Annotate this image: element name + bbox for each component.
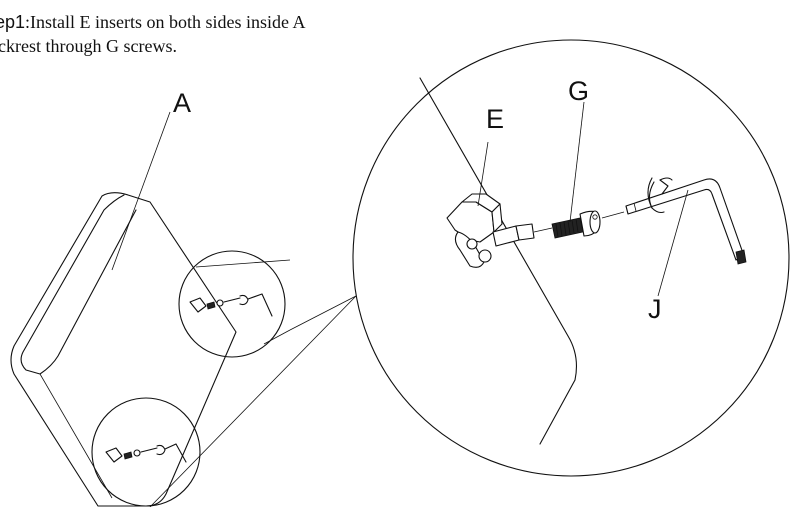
- instruction-line-1-text: :Install E inserts on both sides inside …: [25, 12, 306, 32]
- leader-g: [569, 101, 585, 223]
- detail-circle-lower: [91, 397, 201, 507]
- mini-hardware-lower: [105, 443, 187, 463]
- mini-hardware-upper: [189, 293, 273, 317]
- instruction-text: tep1:Install E inserts on both sides ins…: [0, 10, 460, 58]
- screw-g: [551, 210, 601, 239]
- leader-j: [657, 189, 689, 297]
- zoom-connector-3: [149, 295, 357, 507]
- zoom-connector-2: [263, 329, 291, 345]
- zoom-connector-1: [195, 259, 291, 268]
- label-e: E: [486, 104, 504, 134]
- wrench-j: [625, 178, 747, 265]
- instruction-line-1: tep1:Install E inserts on both sides ins…: [0, 10, 460, 34]
- insert-e: [446, 193, 535, 268]
- instruction-line-2: ackrest through G screws.: [0, 36, 177, 56]
- step-label: tep1: [0, 12, 26, 32]
- backrest-panel: [10, 192, 237, 507]
- label-g: G: [568, 76, 589, 106]
- axis-line-2: [601, 211, 625, 219]
- leader-a: [111, 111, 171, 271]
- zoom-connector-4: [289, 295, 357, 331]
- leader-e: [477, 141, 489, 207]
- axis-line: [533, 227, 553, 233]
- label-a: A: [173, 88, 191, 118]
- detail-circle-large: [352, 39, 790, 477]
- detail-circle-upper: [178, 250, 286, 358]
- rotation-arrow-icon: [647, 177, 673, 214]
- label-j: J: [648, 294, 662, 324]
- panel-edge-detail: [419, 77, 577, 445]
